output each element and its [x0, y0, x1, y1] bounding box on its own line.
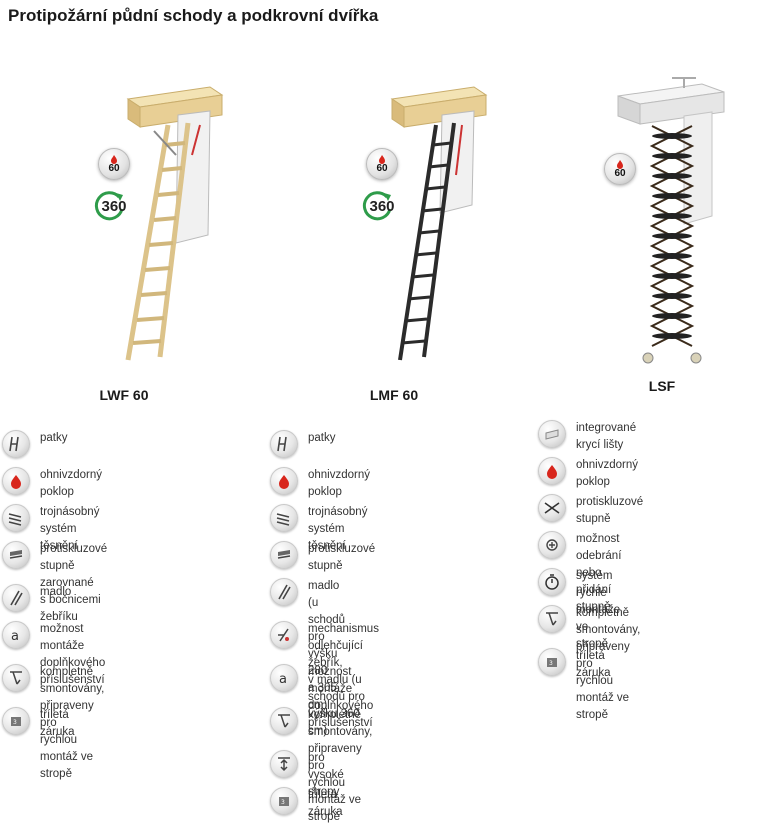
add-remove-step-icon: [538, 531, 566, 559]
antislip-step-icon: [270, 541, 298, 569]
handrail-icon: [2, 584, 30, 612]
svg-text:a: a: [11, 629, 19, 644]
rotate-360-icon: [94, 191, 124, 221]
fire-hatch-icon: [2, 467, 30, 495]
feature-item: 3 tříletá záruka: [2, 707, 75, 741]
feature-item: ohnivzdorný poklop: [270, 467, 370, 501]
feature-item: integrované krycí lišty: [538, 420, 636, 454]
fire-rating-badge: 60: [604, 153, 636, 185]
feature-item: madlo: [2, 584, 71, 612]
feature-item: protiskluzové stupně: [270, 541, 375, 575]
rotate-360-badge: 360: [92, 189, 132, 223]
feature-item: a možnost montáže doplňkového příslušens…: [270, 664, 373, 732]
preassembled-icon: [2, 664, 30, 692]
feature-item: možnost odebrání nebo přidání stupně: [538, 531, 621, 616]
feature-item: patky: [270, 430, 336, 458]
warranty-icon: 3: [538, 648, 566, 676]
product-name: LMF 60: [369, 387, 419, 403]
feature-item: madlo (u schodů pro výšku 280 a 305 cm): [270, 578, 345, 714]
fire-hatch-icon: [538, 457, 566, 485]
preassembled-icon: [270, 707, 298, 735]
fire-rating-badge: 60: [98, 148, 130, 180]
fire-hatch-icon: [270, 467, 298, 495]
preassembled-icon: [538, 605, 566, 633]
feature-item: a možnost montáže doplňkového příslušens…: [2, 621, 105, 689]
feature-item: mechanismus odlehčující žebřík, v madlu …: [270, 621, 379, 740]
product-image-lsf[interactable]: [612, 76, 732, 368]
triple-seal-icon: [2, 504, 30, 532]
feature-item: ohnivzdorný poklop: [2, 467, 102, 501]
accessory-icon: a: [270, 664, 298, 692]
feature-item: systém rychlé montáže ve stropě: [538, 568, 620, 653]
quick-install-icon: [538, 568, 566, 596]
feature-item: kompletně smontovány, připraveny pro ryc…: [538, 605, 640, 724]
warranty-icon: 3: [270, 787, 298, 815]
product-name: LSF: [648, 378, 676, 394]
rotate-360-badge: 360: [360, 189, 400, 223]
flame-icon: [379, 154, 385, 164]
high-ceiling-icon: [270, 750, 298, 778]
antislip-step-icon: [2, 541, 30, 569]
cover-strip-icon: [538, 420, 566, 448]
fire-rating-badge: 60: [366, 148, 398, 180]
svg-text:a: a: [279, 672, 287, 687]
product-name: LWF 60: [99, 387, 149, 403]
accessory-icon: a: [2, 621, 30, 649]
feature-item: 3 tříletá záruka: [270, 787, 343, 821]
product-image-lmf60[interactable]: [378, 85, 490, 365]
svg-text:3: 3: [281, 799, 285, 806]
feature-item: trojnásobný systém těsnění: [2, 504, 99, 555]
product-image-lwf60[interactable]: [118, 85, 228, 365]
svg-text:3: 3: [13, 719, 17, 726]
feature-item: kompletně smontovány, připraveny pro ryc…: [270, 707, 372, 826]
feature-item: 3 tříletá záruka: [538, 648, 611, 682]
warranty-icon: 3: [2, 707, 30, 735]
feature-item: patky: [2, 430, 68, 458]
ladder-mechanism-icon: [270, 621, 298, 649]
feature-item: protiskluzové stupně zarovnané s bočnice…: [2, 541, 107, 626]
antislip-step-icon: [538, 494, 566, 522]
feature-item: kompletně smontovány, připraveny pro ryc…: [2, 664, 104, 783]
svg-text:3: 3: [549, 660, 553, 667]
feature-item: ohnivzdorný poklop: [538, 457, 638, 491]
triple-seal-icon: [270, 504, 298, 532]
handrail-icon: [270, 578, 298, 606]
feature-item: protiskluzové stupně: [538, 494, 643, 528]
feature-item: pro vysoké stropy: [270, 750, 344, 801]
ladder-feet-icon: [2, 430, 30, 458]
rotate-360-icon: [362, 191, 392, 221]
feature-item: trojnásobný systém těsnění: [270, 504, 367, 555]
page-title: Protipožární půdní schody a podkrovní dv…: [8, 6, 379, 25]
flame-icon: [111, 154, 117, 164]
flame-icon: [617, 159, 623, 169]
ladder-feet-icon: [270, 430, 298, 458]
